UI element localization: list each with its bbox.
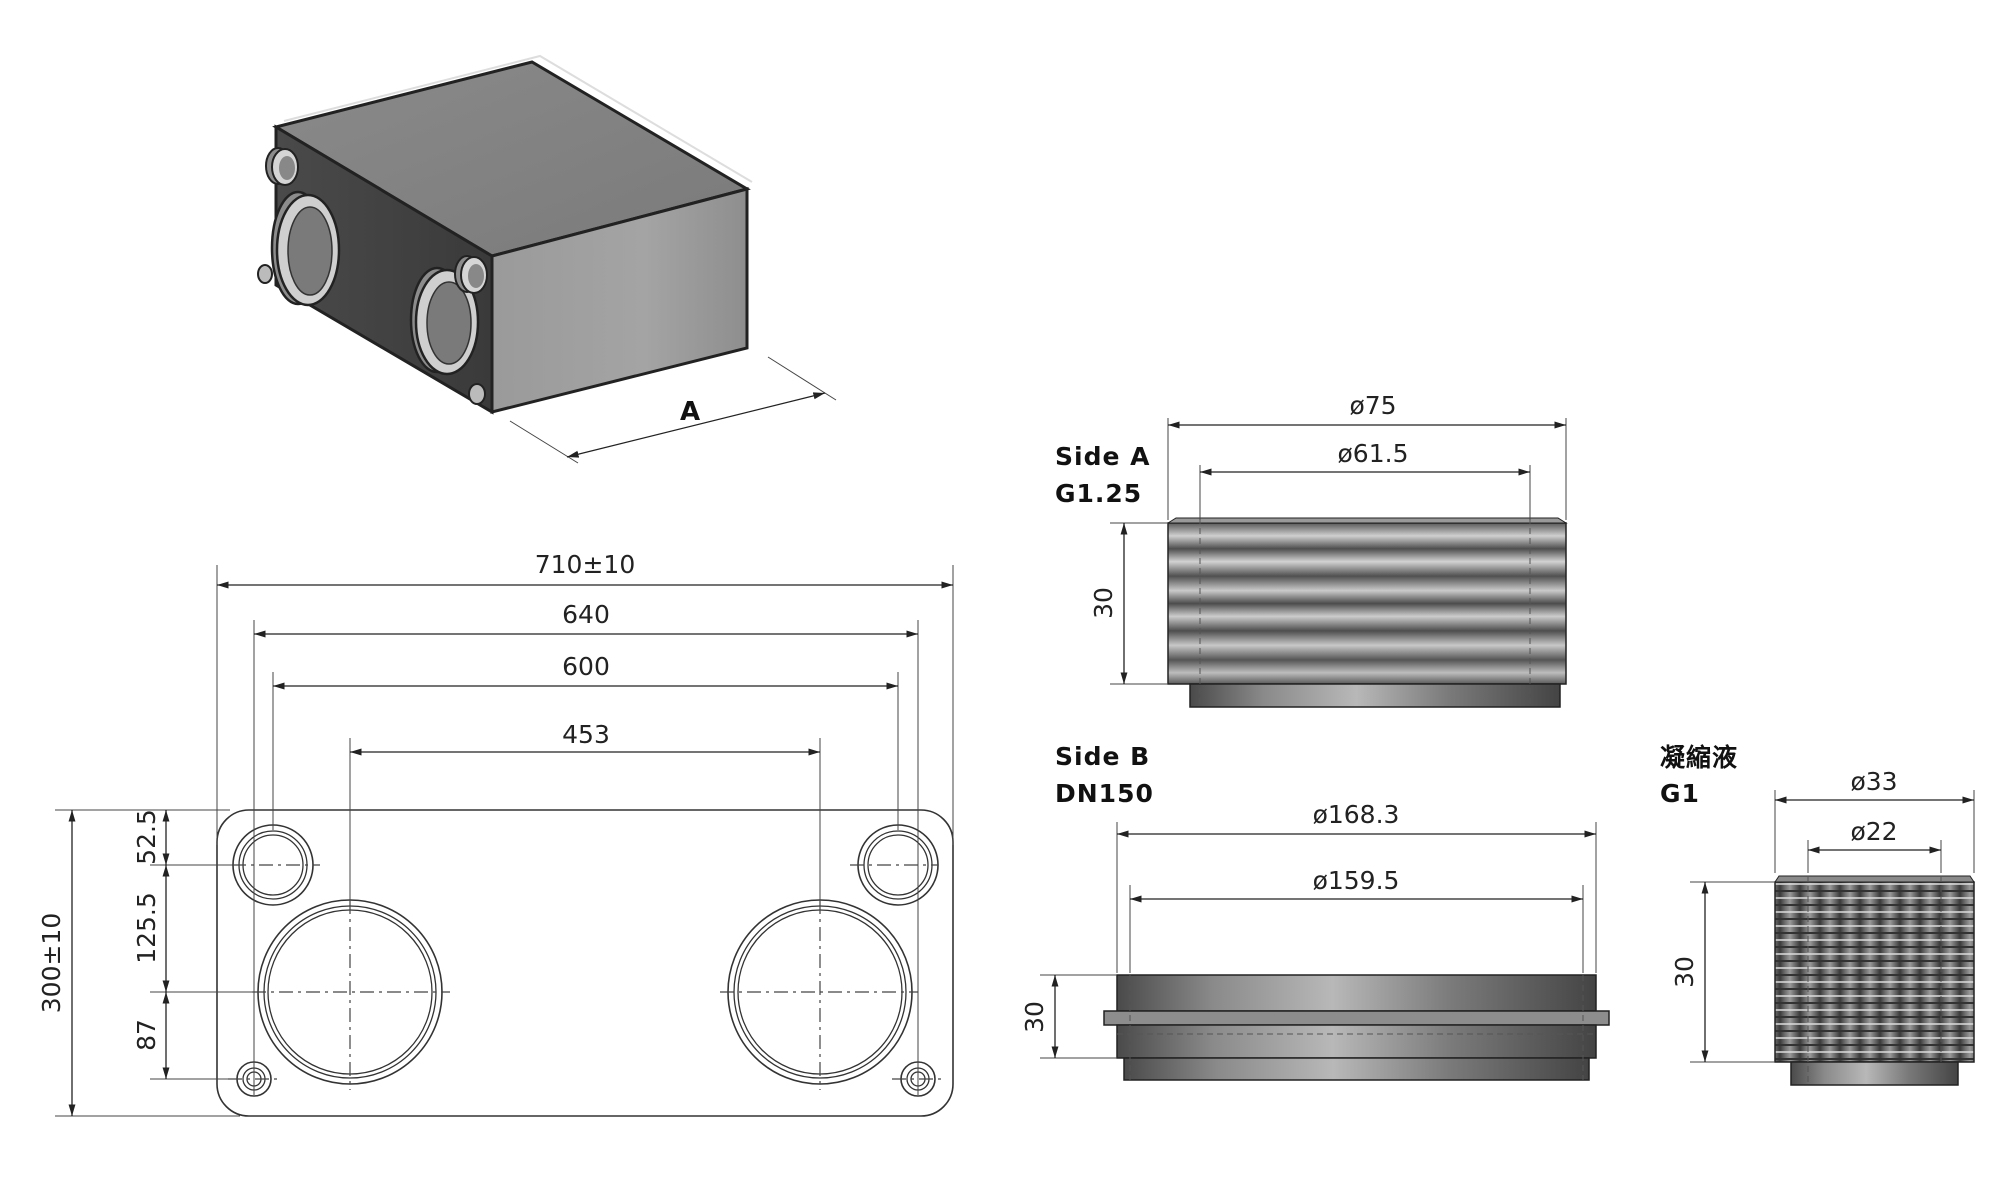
side-b-flange bbox=[1103, 1010, 1610, 1026]
side-a-inner-dia: ø61.5 bbox=[1338, 439, 1409, 468]
side-b-outer-dia: ø168.3 bbox=[1313, 800, 1400, 829]
side-a-length: 30 bbox=[1089, 587, 1118, 619]
duct-spigot-large-left bbox=[270, 190, 341, 307]
dim-height-overall: 300±10 bbox=[37, 913, 66, 1013]
side-b-title: Side B bbox=[1055, 742, 1150, 771]
small-spigot-top-left bbox=[265, 147, 299, 186]
condensate-nipple bbox=[1790, 1061, 1959, 1086]
condensate-length: 30 bbox=[1670, 956, 1699, 988]
side-b-inner-dia: ø159.5 bbox=[1313, 866, 1400, 895]
front-outline bbox=[216, 809, 954, 1117]
side-b-fitting: Side B DN150 ø168.3 ø159.5 30 bbox=[1020, 742, 1610, 1081]
isometric-unit-view: A bbox=[257, 54, 837, 464]
drain-stub-left bbox=[257, 264, 273, 284]
condensate-thread: G1 bbox=[1660, 779, 1700, 808]
side-a-fitting: Side A G1.25 ø75 ø61.5 30 bbox=[1055, 391, 1568, 708]
side-b-body-lower bbox=[1116, 1024, 1597, 1059]
front-view: 710±10 640 600 453 300±10 52.5 125.5 87 bbox=[37, 550, 954, 1117]
dim-v-52-5: 52.5 bbox=[132, 809, 161, 865]
side-a-outer-dia: ø75 bbox=[1349, 391, 1396, 420]
side-b-thread: DN150 bbox=[1055, 779, 1154, 808]
dim-width-640: 640 bbox=[562, 600, 610, 629]
side-a-nipple bbox=[1189, 683, 1561, 708]
dim-v-125-5: 125.5 bbox=[132, 892, 161, 964]
dim-width-600: 600 bbox=[562, 652, 610, 681]
side-a-thread-body bbox=[1167, 522, 1567, 685]
condensate-thread-body bbox=[1774, 881, 1975, 1063]
dim-width-453: 453 bbox=[562, 720, 610, 749]
dim-width-overall: 710±10 bbox=[535, 550, 635, 579]
condensate-title: 凝縮液 bbox=[1660, 743, 1738, 772]
dim-v-87: 87 bbox=[132, 1019, 161, 1051]
side-a-title: Side A bbox=[1055, 442, 1150, 471]
duct-spigot-large-right bbox=[409, 266, 480, 376]
drain-stub-right bbox=[468, 383, 486, 405]
condensate-outer-dia: ø33 bbox=[1850, 767, 1897, 796]
side-b-body-upper bbox=[1116, 974, 1597, 1012]
side-b-length: 30 bbox=[1020, 1001, 1049, 1033]
condensate-inner-dia: ø22 bbox=[1850, 817, 1897, 846]
condensate-fitting: 凝縮液 G1 ø33 ø22 30 bbox=[1660, 743, 1975, 1086]
side-b-nipple bbox=[1123, 1057, 1590, 1081]
dimension-a-label: A bbox=[680, 397, 700, 427]
small-spigot-top-right bbox=[454, 255, 488, 294]
side-a-thread: G1.25 bbox=[1055, 479, 1142, 508]
